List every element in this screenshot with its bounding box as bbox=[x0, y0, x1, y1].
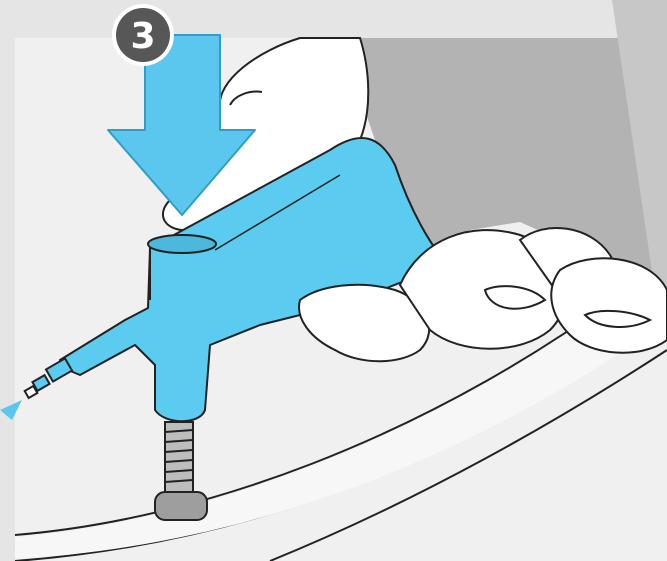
step-badge: 3 bbox=[112, 4, 174, 66]
pump-head-top bbox=[148, 235, 216, 253]
step-number: 3 bbox=[130, 16, 155, 57]
